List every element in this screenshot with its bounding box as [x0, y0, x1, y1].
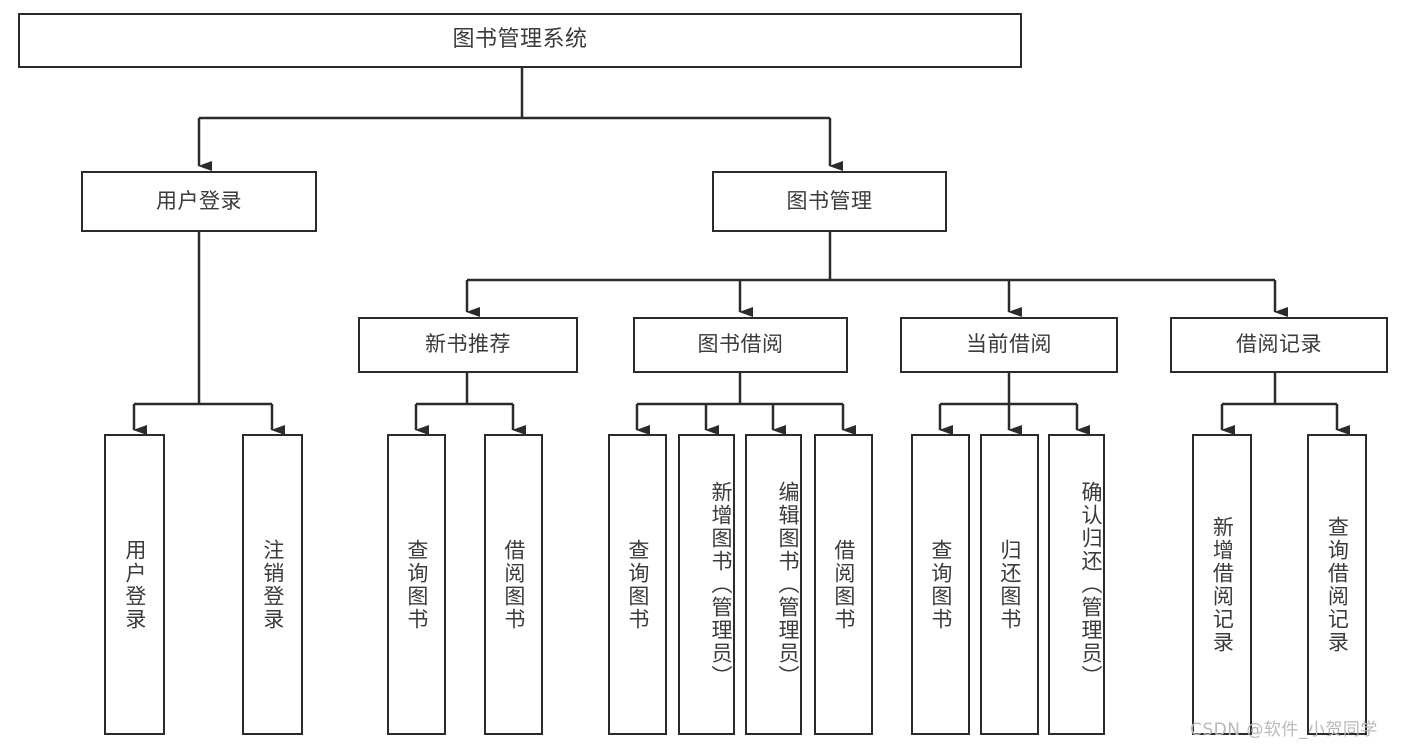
node-label: 借阅图书: [501, 538, 526, 631]
node-label: 编辑图书（管理员）: [776, 481, 800, 688]
node-label: 确认归还（管理员）: [1079, 481, 1103, 688]
node-user-login[interactable]: 用户登录: [81, 171, 317, 232]
node-current-borrow[interactable]: 当前借阅: [900, 317, 1118, 373]
node-label: 用户登录: [122, 538, 147, 631]
node-label: 新书推荐: [425, 332, 511, 357]
node-leaf-add-book-admin[interactable]: 新增图书（管理员）: [678, 434, 735, 735]
node-label: 查询图书: [404, 538, 429, 631]
node-label: 新增借阅记录: [1210, 515, 1235, 654]
node-label: 图书管理系统: [452, 27, 588, 53]
node-label: 借阅记录: [1236, 332, 1322, 357]
node-label: 新增图书（管理员）: [709, 481, 733, 688]
node-label: 图书借阅: [697, 332, 784, 357]
node-book-borrow[interactable]: 图书借阅: [633, 317, 848, 373]
node-root-book-management-system[interactable]: 图书管理系统: [18, 13, 1022, 68]
node-leaf-user-login[interactable]: 用户登录: [104, 434, 165, 735]
node-label: 注销登录: [260, 538, 285, 631]
node-label: 当前借阅: [966, 332, 1052, 357]
node-book-management[interactable]: 图书管理: [712, 171, 947, 232]
node-leaf-query-book-borrow[interactable]: 查询图书: [608, 434, 667, 735]
node-leaf-borrow-book[interactable]: 借阅图书: [814, 434, 873, 735]
node-borrow-record[interactable]: 借阅记录: [1170, 317, 1388, 373]
node-leaf-confirm-return-admin[interactable]: 确认归还（管理员）: [1048, 434, 1105, 735]
node-new-book-recommend[interactable]: 新书推荐: [358, 317, 578, 373]
node-leaf-borrow-book-recommend[interactable]: 借阅图书: [484, 434, 543, 735]
node-label: 图书管理: [786, 188, 873, 213]
node-label: 用户登录: [156, 188, 242, 213]
node-label: 查询借阅记录: [1325, 515, 1350, 654]
node-label: 查询图书: [625, 538, 650, 631]
node-label: 查询图书: [928, 538, 953, 631]
node-leaf-query-book-current[interactable]: 查询图书: [911, 434, 970, 735]
node-leaf-query-book-recommend[interactable]: 查询图书: [387, 434, 446, 735]
node-label: 借阅图书: [831, 538, 856, 631]
node-leaf-logout[interactable]: 注销登录: [242, 434, 303, 735]
node-leaf-query-borrow-record[interactable]: 查询借阅记录: [1307, 434, 1367, 735]
node-label: 归还图书: [997, 538, 1022, 631]
node-leaf-return-book[interactable]: 归还图书: [980, 434, 1039, 735]
node-leaf-edit-book-admin[interactable]: 编辑图书（管理员）: [745, 434, 802, 735]
node-leaf-add-borrow-record[interactable]: 新增借阅记录: [1192, 434, 1252, 735]
